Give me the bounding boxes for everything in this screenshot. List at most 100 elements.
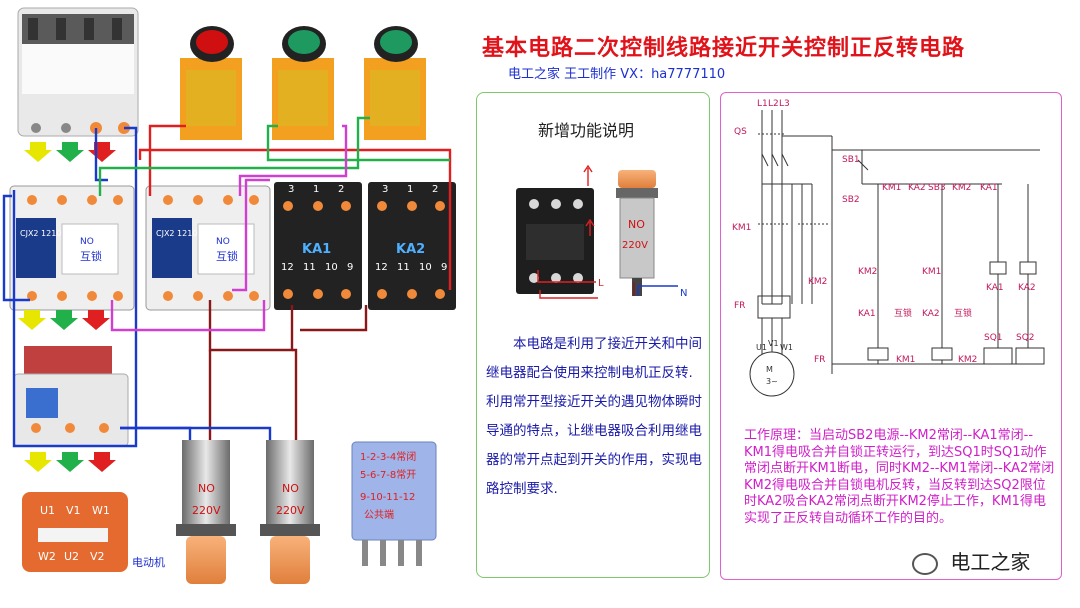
svg-text:M: M xyxy=(766,365,773,374)
svg-text:12: 12 xyxy=(375,262,388,273)
working-principle: 工作原理：当启动SB2电源--KM2常闭--KA1常闭--KM1得电吸合并自锁正… xyxy=(744,428,1055,526)
svg-text:W1: W1 xyxy=(92,504,110,517)
svg-text:1: 1 xyxy=(407,184,413,195)
svg-text:L1: L1 xyxy=(757,99,768,109)
svg-text:FR: FR xyxy=(734,301,745,311)
svg-text:L3: L3 xyxy=(779,99,790,109)
control-wires xyxy=(2,116,452,448)
feature-panel xyxy=(476,92,710,578)
svg-text:NO: NO xyxy=(628,218,645,231)
svg-text:220V: 220V xyxy=(192,504,221,517)
schematic-panel xyxy=(720,92,1062,580)
svg-text:V2: V2 xyxy=(90,550,105,563)
circuit-breaker xyxy=(17,7,139,137)
svg-text:KA2: KA2 xyxy=(1018,283,1036,293)
svg-text:3: 3 xyxy=(288,184,294,195)
svg-text:CJX2 1210: CJX2 1210 xyxy=(20,229,61,238)
svg-text:KA1: KA1 xyxy=(858,309,876,319)
svg-text:KM2: KM2 xyxy=(958,355,977,365)
svg-text:5-6-7-8常开: 5-6-7-8常开 xyxy=(360,468,416,481)
svg-text:10: 10 xyxy=(325,262,338,273)
feature-wires xyxy=(537,164,678,299)
svg-text:220V: 220V xyxy=(276,504,305,517)
page-title: 基本电路二次控制线路接近开关控制正反转电路 xyxy=(482,36,966,61)
feature-panel-title: 新增功能说明 xyxy=(538,121,635,140)
push-button-stop xyxy=(180,26,242,140)
svg-text:KM2: KM2 xyxy=(808,277,827,287)
push-button-fwd xyxy=(272,26,334,140)
schematic-diagram: L1 L2 L3 QS KM1 KM2 FR FR SB1 SB2 KM1 KA… xyxy=(732,99,1045,397)
relay-socket xyxy=(516,188,594,294)
svg-text:KM1: KM1 xyxy=(882,183,901,193)
wechat-icon xyxy=(912,552,938,575)
svg-text:V1: V1 xyxy=(768,339,779,348)
feature-label-n: N xyxy=(680,288,687,299)
relay-ka2: 3 1 2 KA2 12 11 10 9 xyxy=(368,182,456,310)
wiring-illustration: CJX2 1210 NO 互锁 CJX2 1210 NO 互锁 3 1 2 KA… xyxy=(2,7,456,584)
svg-text:QS: QS xyxy=(734,127,747,137)
svg-text:NO: NO xyxy=(282,482,299,495)
svg-text:NO: NO xyxy=(198,482,215,495)
svg-text:12: 12 xyxy=(281,262,294,273)
svg-text:9: 9 xyxy=(347,262,353,273)
svg-text:2: 2 xyxy=(338,184,344,195)
svg-text:KM2: KM2 xyxy=(858,267,877,277)
svg-text:KM1: KM1 xyxy=(732,223,751,233)
svg-text:11: 11 xyxy=(303,262,316,273)
svg-text:L2: L2 xyxy=(768,99,779,109)
svg-text:NO: NO xyxy=(80,237,94,247)
motor-terminal-block: U1 V1 W1 W2 U2 V2 电动机 xyxy=(22,492,165,572)
svg-text:互锁: 互锁 xyxy=(80,249,102,263)
brand-logo: 电工之家 xyxy=(912,546,1030,575)
thermal-overload xyxy=(13,346,129,447)
svg-text:公共端: 公共端 xyxy=(364,508,394,521)
svg-text:互锁: 互锁 xyxy=(894,307,912,319)
svg-text:KA2: KA2 xyxy=(396,242,425,257)
svg-text:U2: U2 xyxy=(64,550,79,563)
svg-text:KM1: KM1 xyxy=(922,267,941,277)
brand-logo-text: 电工之家 xyxy=(950,550,1031,574)
svg-text:11: 11 xyxy=(397,262,410,273)
push-button-rev xyxy=(364,26,426,140)
svg-text:KA1: KA1 xyxy=(980,183,998,193)
svg-text:SQ2: SQ2 xyxy=(1016,333,1035,343)
proximity-sensor-1: NO 220V xyxy=(176,440,236,584)
svg-text:1-2-3-4常闭: 1-2-3-4常闭 xyxy=(360,450,416,463)
phase-arrows-mid xyxy=(18,310,110,330)
svg-text:W1: W1 xyxy=(780,343,793,352)
contactor-km1: CJX2 1210 NO 互锁 xyxy=(9,185,135,311)
svg-text:CJX2 1210: CJX2 1210 xyxy=(156,229,197,238)
svg-text:SB3: SB3 xyxy=(928,183,946,193)
svg-text:3~: 3~ xyxy=(766,377,778,386)
proximity-sensor-2: NO 220V xyxy=(260,440,320,584)
svg-text:SB1: SB1 xyxy=(842,155,860,165)
svg-text:U1: U1 xyxy=(756,343,767,352)
contactor-km2: CJX2 1210 NO 互锁 xyxy=(145,185,271,311)
svg-text:2: 2 xyxy=(432,184,438,195)
svg-text:V1: V1 xyxy=(66,504,81,517)
svg-text:3: 3 xyxy=(382,184,388,195)
svg-text:U1: U1 xyxy=(40,504,55,517)
feature-description: 本电路是利用了接近开关和中间继电器配合使用来控制电机正反转.利用常开型接近开关的… xyxy=(486,336,702,497)
page-subtitle: 电工之家 王工制作 VX：ha7777110 xyxy=(508,67,726,82)
svg-text:SB2: SB2 xyxy=(842,195,860,205)
svg-text:互锁: 互锁 xyxy=(954,307,972,319)
proximity-sensor: NO 220V xyxy=(616,170,658,296)
svg-text:KM2: KM2 xyxy=(952,183,971,193)
relay-ka1: 3 1 2 KA1 12 11 10 9 xyxy=(274,182,362,310)
svg-text:SQ1: SQ1 xyxy=(984,333,1003,343)
phase-arrows-bottom xyxy=(24,452,116,472)
svg-text:KA2: KA2 xyxy=(908,183,926,193)
svg-text:FR: FR xyxy=(814,355,825,365)
relay-cube: 1-2-3-4常闭 5-6-7-8常开 9-10-11-12 公共端 xyxy=(351,441,437,566)
phase-arrows-top xyxy=(24,142,116,162)
svg-text:W2: W2 xyxy=(38,550,56,563)
svg-text:9: 9 xyxy=(441,262,447,273)
feature-illustration: NO 220V L N xyxy=(516,164,687,299)
svg-text:KA2: KA2 xyxy=(922,309,940,319)
svg-text:电动机: 电动机 xyxy=(132,555,165,569)
svg-text:9-10-11-12: 9-10-11-12 xyxy=(360,492,415,503)
svg-text:1: 1 xyxy=(313,184,319,195)
svg-text:220V: 220V xyxy=(622,240,648,251)
svg-text:NO: NO xyxy=(216,237,230,247)
